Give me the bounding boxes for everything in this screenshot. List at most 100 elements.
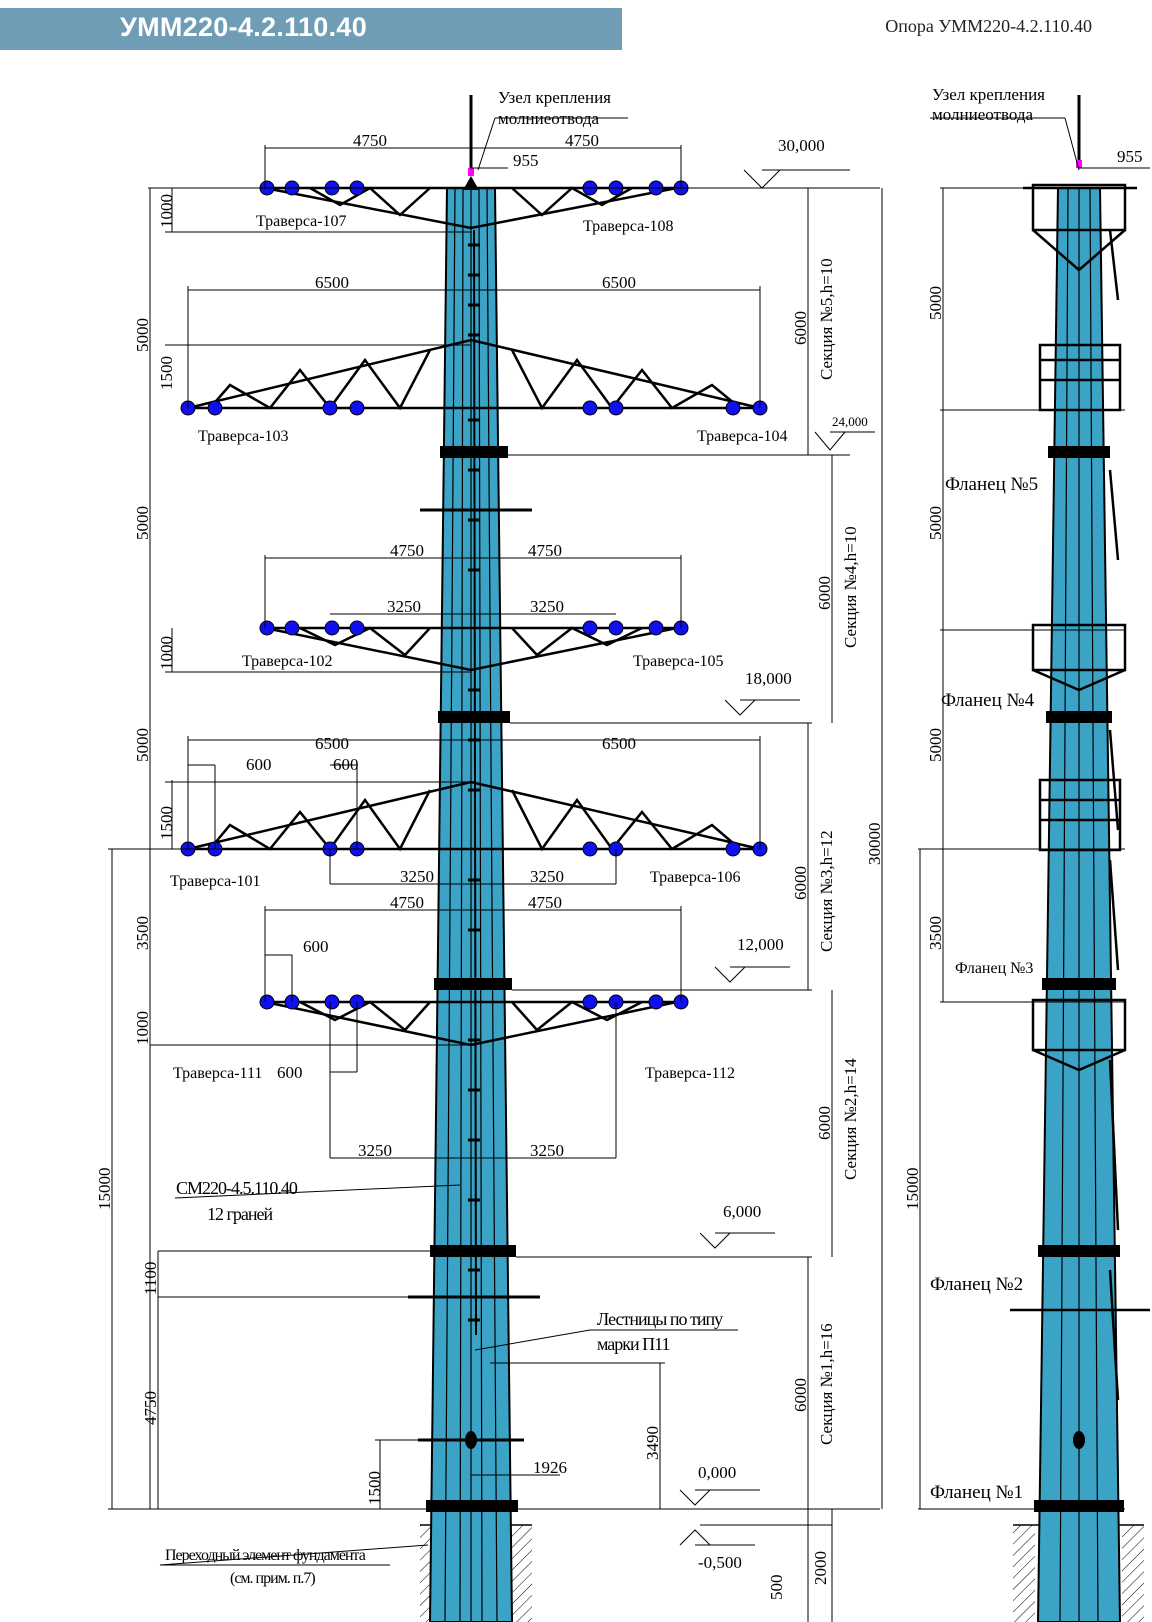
dim-6000-s2: 6000 [815,1106,834,1140]
traverse-105-label: Траверса-105 [633,653,724,670]
page-title: УММ220-4.2.110.40 [120,12,368,42]
dim-6500-lower-left: 6500 [315,734,349,753]
side-dim-5000-a: 5000 [926,286,945,320]
dim-3250-mid-right: 3250 [530,597,564,616]
traverse-102-label: Траверса-102 [242,653,333,670]
dim-500: 500 [767,1575,786,1601]
traverse-111-label: Траверса-111 [173,1065,262,1082]
dim-3250-lower-right: 3250 [530,867,564,886]
dim-4750-low-right: 4750 [528,893,562,912]
elevation-6: 6,000 [723,1202,761,1221]
shaft-name-label: СМ220-4.5.110.40 [176,1178,298,1198]
dim-2000: 2000 [811,1551,830,1585]
dim-1500-c: 1500 [365,1471,384,1505]
dim-4750-low-left: 4750 [390,893,424,912]
dim-1500-b: 1500 [157,806,176,840]
traverse-103-label: Траверса-103 [198,428,289,445]
side-dim-3500: 3500 [926,916,945,950]
side-lightning-rod [1076,95,1082,168]
lightning-node-label-2: молниеотвода [498,109,600,128]
side-platforms [1010,183,1150,1401]
dim-6000-s5: 6000 [791,311,810,345]
side-dim-15000: 15000 [903,1168,922,1211]
flange-2-label: Фланец №2 [930,1274,1023,1295]
flange-3-label: Фланец №3 [955,960,1033,977]
dim-1000-low: 1000 [133,1011,152,1045]
traverse-108-label: Траверса-108 [583,218,674,235]
dim-4750-top-left: 4750 [353,131,387,150]
dim-3250-base-right: 3250 [530,1141,564,1160]
dim-955-top: 955 [513,151,539,170]
traverse-112-label: Траверса-112 [645,1065,735,1082]
dim-1100: 1100 [141,1262,160,1295]
elevation-minus-05: -0,500 [698,1553,742,1572]
dim-5000-a: 5000 [133,318,152,352]
shaft-faces-label: 12 граней [207,1204,273,1224]
section-4-label: Секция №4,h=10 [841,526,860,648]
side-dim-5000-b: 5000 [926,506,945,540]
traverse-104-label: Траверса-104 [697,428,788,445]
dim-15000: 15000 [95,1168,114,1211]
dim-3250-mid-left: 3250 [387,597,421,616]
foundation-label-2: (см. прим. п.7) [230,1570,315,1587]
section-1-label: Секция №1,h=16 [817,1323,836,1445]
traverse-106-label: Траверса-106 [650,869,741,886]
section-5-label: Секция №5,h=10 [817,258,836,380]
dim-3490: 3490 [643,1426,662,1460]
dim-3250-base-left: 3250 [358,1141,392,1160]
flange-5-label: Фланец №5 [945,474,1038,495]
dim-6000-s4: 6000 [815,576,834,610]
dim-5000-b: 5000 [133,506,152,540]
traverses [187,186,761,1047]
ladder-label-1: Лестницы по типу [597,1309,723,1329]
lightning-rod [463,95,479,190]
dim-600-left-a: 600 [246,755,272,774]
dim-6500-lower-right: 6500 [602,734,636,753]
dim-4750-mid-left: 4750 [390,541,424,560]
dim-600-left-b: 600 [333,755,359,774]
dim-600-111-top: 600 [303,937,329,956]
ladder-label-2: марки П11 [597,1334,669,1354]
dim-6000-s3: 6000 [791,866,810,900]
dim-3500: 3500 [133,916,152,950]
side-pole-face-lines [1059,187,1099,1622]
side-lightning-node-label-2: молниеотвода [932,105,1034,124]
dimension-lines [108,117,883,1622]
section-3-label: Секция №3,h=12 [817,830,836,952]
dim-1500-a: 1500 [157,356,176,390]
pole-face-lines [444,187,498,1622]
section-2-label: Секция №2,h=14 [841,1058,860,1180]
dim-4750-mid-right: 4750 [528,541,562,560]
side-dim-5000-c: 5000 [926,728,945,762]
dim-6500-upper-right: 6500 [602,273,636,292]
traverse-107-label: Траверса-107 [256,213,347,230]
side-view: Узел крепления молниеотвода 955 5000 500… [903,85,1150,1622]
elevation-12: 12,000 [737,935,784,954]
dim-6000-s1: 6000 [791,1378,810,1412]
side-lightning-node-label-1: Узел крепления [932,85,1045,104]
lightning-node-label-1: Узел крепления [498,88,611,107]
drawing-caption: Опора УММ220-4.2.110.40 [885,16,1092,36]
flange-1-label: Фланец №1 [930,1482,1023,1503]
dim-600-111-bottom: 600 [277,1063,303,1082]
flange-4-label: Фланец №4 [941,690,1035,711]
dim-6500-upper-left: 6500 [315,273,349,292]
elevation-18: 18,000 [745,669,792,688]
dim-30000: 30000 [865,823,884,866]
dim-1000-mid: 1000 [157,636,176,670]
traverse-101-label: Траверса-101 [170,873,261,890]
side-dim-955: 955 [1117,147,1143,166]
header-band [0,8,622,50]
front-view: Узел крепления молниеотвода 4750 4750 95… [95,88,884,1622]
dim-4750-vertical: 4750 [141,1391,160,1425]
side-foundation-hatch [1013,1524,1144,1622]
elevation-30: 30,000 [778,136,825,155]
elevation-0: 0,000 [698,1463,736,1482]
elevation-24: 24,000 [832,414,868,429]
dim-1926: 1926 [533,1458,567,1477]
dim-3250-lower-left: 3250 [400,867,434,886]
dim-4750-top-right: 4750 [565,131,599,150]
foundation-label-1: Переходный элемент фундамента [165,1547,366,1564]
side-dimension-lines [918,117,1150,1510]
